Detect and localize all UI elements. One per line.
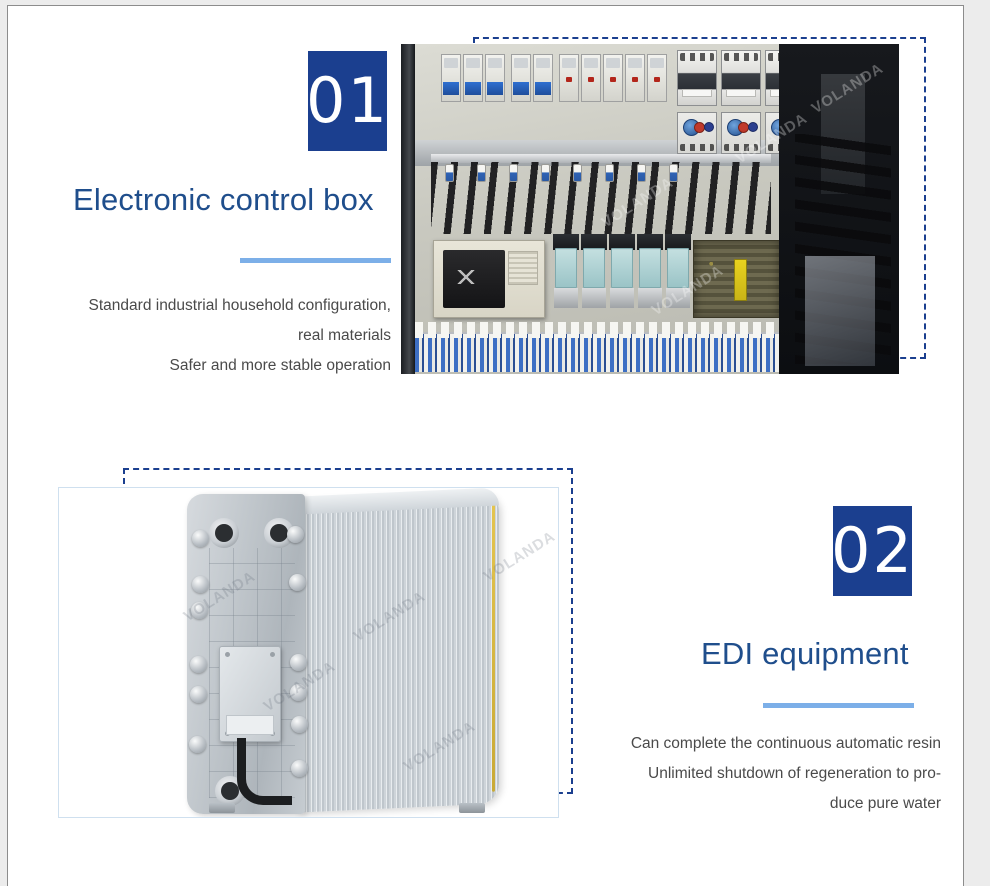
section-badge-02: 02 xyxy=(831,506,912,596)
circuit-breaker-icon xyxy=(603,54,623,102)
tie-rod-bolt xyxy=(290,684,307,701)
wire-ferrule xyxy=(669,164,678,182)
description-line: duce pure water xyxy=(829,795,941,812)
description-line: Safer and more stable operation xyxy=(169,357,391,374)
circuit-breaker-icon xyxy=(625,54,645,102)
circuit-breaker-icon xyxy=(511,54,531,102)
tie-rod-bolt xyxy=(291,716,308,733)
wire-ferrule xyxy=(477,164,486,182)
relay-module xyxy=(553,234,579,308)
circuit-breaker-icon xyxy=(559,54,579,102)
tie-rod-bolt xyxy=(191,602,208,619)
relay-module xyxy=(609,234,635,308)
circuit-breaker-icon xyxy=(581,54,601,102)
wire-ferrule xyxy=(573,164,582,182)
tie-rod-bolt xyxy=(290,654,307,671)
wire-ferrule xyxy=(605,164,614,182)
power-supply-unit xyxy=(693,240,781,318)
section-divider-01 xyxy=(240,258,391,263)
section-description-02: Can complete the continuous automatic re… xyxy=(568,729,941,819)
edi-port xyxy=(215,776,245,806)
circuit-breaker-icon xyxy=(463,54,483,102)
tie-rod-bolt xyxy=(192,576,209,593)
tie-rod-bolt xyxy=(190,656,207,673)
edi-port xyxy=(264,518,294,548)
edi-support-foot xyxy=(209,803,235,813)
terminal-block-row xyxy=(415,322,781,372)
electronic-control-box-photo: VOLANDA VOLANDA VOLANDA VOLANDA xyxy=(401,44,899,374)
edi-port xyxy=(209,518,239,548)
tie-rod-bolt xyxy=(189,736,206,753)
circuit-breaker-icon xyxy=(533,54,553,102)
edi-membrane-stack xyxy=(299,491,499,813)
tie-rod-bolt xyxy=(291,760,308,777)
edi-equipment-photo: VOLANDA VOLANDA VOLANDA VOLANDA VOLANDA xyxy=(58,487,559,818)
overload-relay-icon xyxy=(721,112,761,154)
contactor-icon xyxy=(721,50,761,106)
section-description-01: Standard industrial household configurat… xyxy=(43,291,391,381)
product-detail-page: 01 Electronic control box Standard indus… xyxy=(7,5,964,886)
section-divider-02 xyxy=(763,703,914,708)
circuit-breaker-icon xyxy=(441,54,461,102)
packaging-bag xyxy=(805,256,875,366)
contactor-icon xyxy=(677,50,717,106)
plc-controller xyxy=(433,240,545,318)
description-line: real materials xyxy=(297,327,391,344)
description-line: Can complete the continuous automatic re… xyxy=(630,735,941,752)
edi-junction-box xyxy=(219,646,281,742)
section-heading-edi-equipment: EDI equipment xyxy=(701,636,909,671)
relay-module xyxy=(637,234,663,308)
wire-ferrule xyxy=(637,164,646,182)
wire-ferrule xyxy=(541,164,550,182)
edi-support-foot xyxy=(459,803,485,813)
relay-module xyxy=(665,234,691,308)
edi-cable-conduit xyxy=(237,738,292,805)
description-line: Unlimited shutdown of regeneration to pr… xyxy=(648,765,941,782)
circuit-breaker-icon xyxy=(485,54,505,102)
section-badge-01: 01 xyxy=(306,51,387,151)
tie-rod-bolt xyxy=(192,530,209,547)
wire-bundle xyxy=(431,162,771,234)
cabinet-door-edge xyxy=(401,44,415,374)
tie-rod-bolt xyxy=(190,686,207,703)
circuit-breaker-icon xyxy=(647,54,667,102)
description-line: Standard industrial household configurat… xyxy=(88,297,391,314)
din-rail xyxy=(431,154,771,163)
wire-ferrule xyxy=(509,164,518,182)
wire-ferrule xyxy=(445,164,454,182)
overload-relay-icon xyxy=(677,112,717,154)
tie-rod-bolt xyxy=(287,526,304,543)
tie-rod-bolt xyxy=(289,574,306,591)
relay-module xyxy=(581,234,607,308)
section-heading-electronic-control-box: Electronic control box xyxy=(73,182,374,217)
